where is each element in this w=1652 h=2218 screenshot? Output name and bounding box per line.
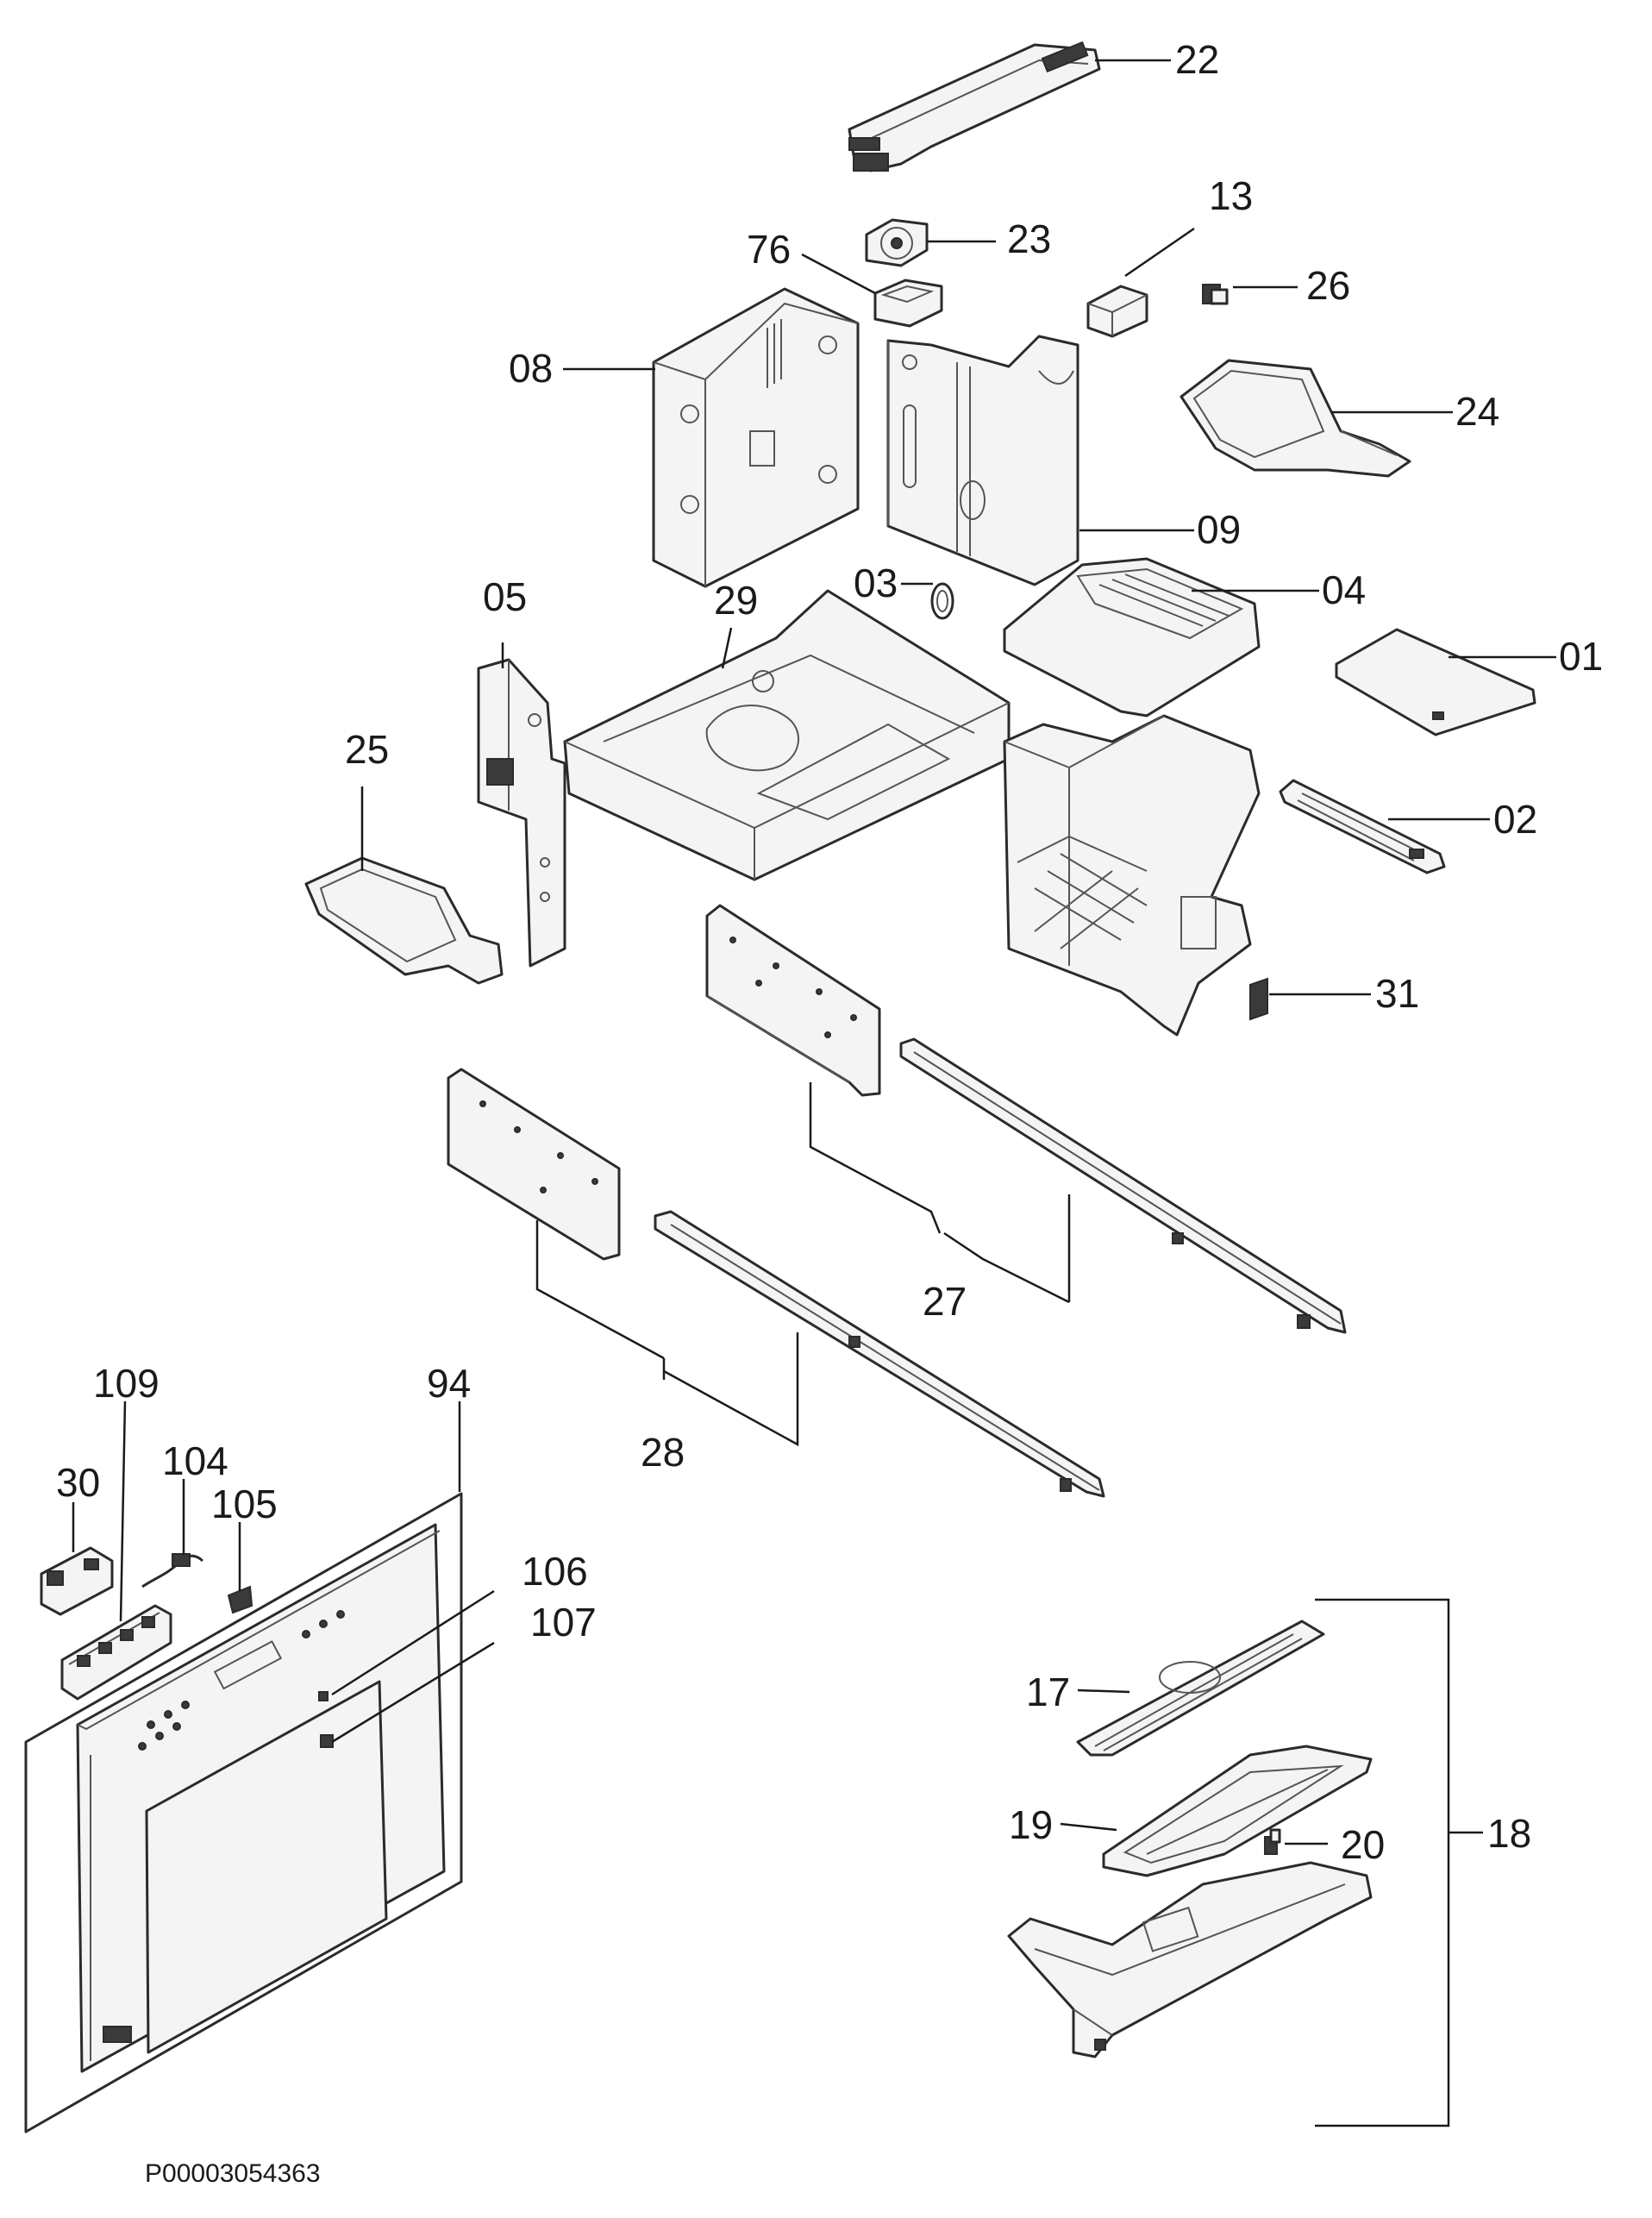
callout-29: 29 bbox=[714, 578, 758, 623]
part-01-lid bbox=[1335, 628, 1536, 736]
callout-107: 107 bbox=[530, 1600, 597, 1645]
callout-31: 31 bbox=[1375, 971, 1419, 1016]
callout-30: 30 bbox=[56, 1460, 100, 1505]
part-19-tray-insert bbox=[1102, 1745, 1373, 1877]
callout-25: 25 bbox=[345, 727, 389, 772]
part-04-top-cover bbox=[1003, 557, 1261, 717]
part-02-grille bbox=[1279, 779, 1446, 874]
callout-109: 109 bbox=[93, 1361, 160, 1406]
callout-106: 106 bbox=[522, 1549, 588, 1594]
part-76-air-duct bbox=[873, 279, 943, 328]
callout-05: 05 bbox=[483, 574, 527, 619]
callout-23: 23 bbox=[1007, 216, 1051, 261]
callout-24: 24 bbox=[1455, 389, 1499, 434]
callout-26: 26 bbox=[1306, 263, 1350, 308]
callout-13: 13 bbox=[1209, 173, 1253, 218]
brew-unit-housing bbox=[1003, 714, 1261, 1037]
callout-104: 104 bbox=[162, 1438, 228, 1483]
part-28-front-plate-and-rails bbox=[447, 1068, 1105, 1498]
callout-04: 04 bbox=[1322, 567, 1366, 612]
leader-lines bbox=[72, 59, 1556, 1845]
part-08-side-panel bbox=[652, 287, 860, 588]
part-25-left-drip-tray bbox=[304, 856, 504, 985]
part-13-connector-box bbox=[1086, 285, 1148, 338]
part-29-base-frame bbox=[563, 589, 1011, 881]
callout-08: 08 bbox=[509, 346, 553, 391]
callout-22: 22 bbox=[1175, 37, 1219, 82]
callout-17: 17 bbox=[1026, 1670, 1070, 1714]
callout-19: 19 bbox=[1009, 1802, 1053, 1847]
part-09-rear-panel bbox=[886, 335, 1079, 586]
diagram-reference-code: P00003054363 bbox=[145, 2159, 321, 2188]
part-94-front-panel bbox=[24, 1492, 463, 2133]
callout-27: 27 bbox=[923, 1279, 967, 1324]
part-18-group-bracket bbox=[1315, 1598, 1450, 2127]
part-30-small-board bbox=[40, 1546, 114, 1616]
part-27-rear-plate-and-rails bbox=[705, 904, 1347, 1334]
callout-09: 09 bbox=[1197, 507, 1241, 552]
callout-01: 01 bbox=[1559, 634, 1603, 679]
part-109-control-board bbox=[60, 1604, 172, 1701]
callout-20: 20 bbox=[1341, 1822, 1385, 1867]
part-05-left-frame-panel bbox=[477, 658, 566, 968]
part-18-drip-tray-base bbox=[1007, 1861, 1373, 2058]
callout-28: 28 bbox=[641, 1430, 685, 1475]
part-31-small-connector bbox=[1249, 977, 1268, 1021]
callout-105: 105 bbox=[211, 1482, 278, 1526]
callout-02: 02 bbox=[1493, 797, 1537, 842]
part-23-fan bbox=[865, 218, 929, 267]
part-105-switch bbox=[227, 1585, 253, 1614]
part-20-float bbox=[1264, 1828, 1281, 1855]
part-22-top-rail bbox=[848, 41, 1101, 172]
callout-03: 03 bbox=[854, 561, 898, 605]
part-17-cup-grid bbox=[1076, 1620, 1325, 1757]
callout-labels: 22 13 23 76 26 08 24 09 03 04 05 29 01 2… bbox=[56, 37, 1603, 1867]
callout-94: 94 bbox=[427, 1361, 471, 1406]
callout-18: 18 bbox=[1487, 1811, 1531, 1856]
part-24-drip-tray bbox=[1180, 359, 1411, 478]
part-104-cable bbox=[141, 1553, 204, 1588]
callout-76: 76 bbox=[747, 227, 791, 272]
part-03-gasket bbox=[930, 582, 954, 620]
part-26-clip bbox=[1202, 284, 1229, 305]
